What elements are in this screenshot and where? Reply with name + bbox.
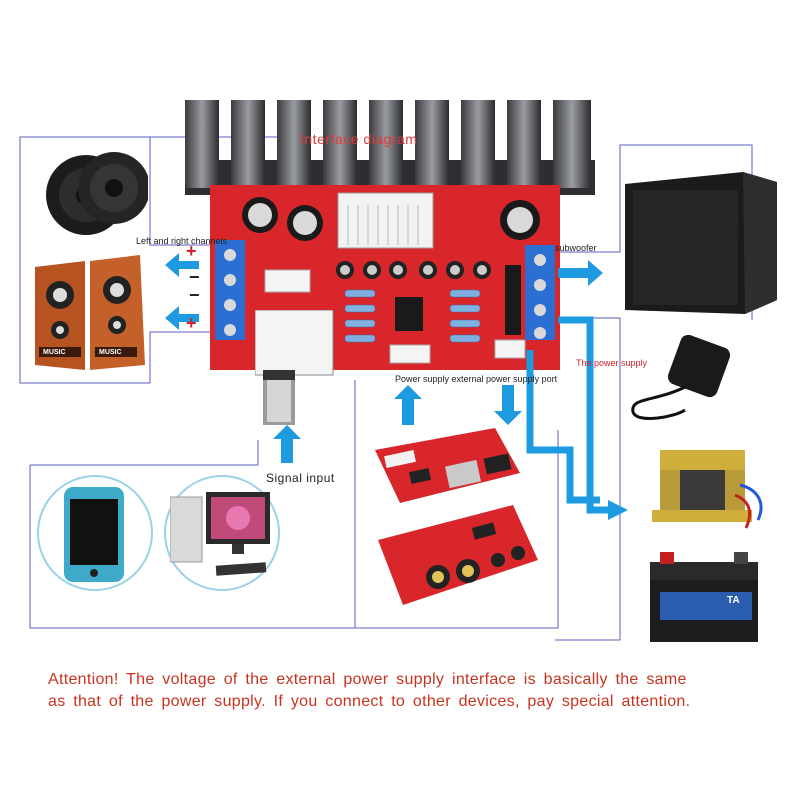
transformer-icon xyxy=(652,450,763,529)
speaker-brand-right: MUSIC xyxy=(99,349,122,356)
left-output-arrows xyxy=(165,253,199,330)
battery-icon xyxy=(650,552,758,642)
minus-sign-top: − xyxy=(189,267,200,287)
left-right-channels-label: Left and right channels xyxy=(136,236,228,246)
power-port-label: Power supply external power supply port xyxy=(395,374,558,384)
power-adapter-icon xyxy=(631,334,731,420)
speaker-driver-icon xyxy=(46,152,148,235)
subwoofer-label: subwoofer xyxy=(555,243,597,253)
computer-icon xyxy=(170,492,270,576)
subwoofer-icon xyxy=(625,172,777,314)
speaker-brand-left: MUSIC xyxy=(43,349,66,356)
tone-board-icon xyxy=(378,505,538,605)
plus-sign-top: + xyxy=(186,241,197,261)
plus-sign-bottom: + xyxy=(186,313,197,333)
heatsink-icon xyxy=(185,100,595,195)
diagram-title: Interface diagram xyxy=(300,131,418,147)
signal-input-label: Signal input xyxy=(266,471,335,485)
smartphone-icon xyxy=(64,487,124,582)
attention-line-2: as that of the power supply. If you conn… xyxy=(48,693,691,710)
power-supply-label: The power supply xyxy=(576,358,648,368)
audio-jack-icon xyxy=(255,310,334,425)
power-port-arrows xyxy=(394,385,522,425)
power-supply-path xyxy=(526,316,628,520)
signal-input-arrow xyxy=(273,425,301,463)
speaker-cabinet-icon xyxy=(35,255,145,370)
battery-brand: TA xyxy=(727,595,740,606)
attention-line-1: Attention! The voltage of the external p… xyxy=(48,671,687,688)
subwoofer-arrow xyxy=(558,260,603,286)
usb-board-icon xyxy=(375,428,520,503)
minus-sign-bottom: − xyxy=(189,285,200,305)
